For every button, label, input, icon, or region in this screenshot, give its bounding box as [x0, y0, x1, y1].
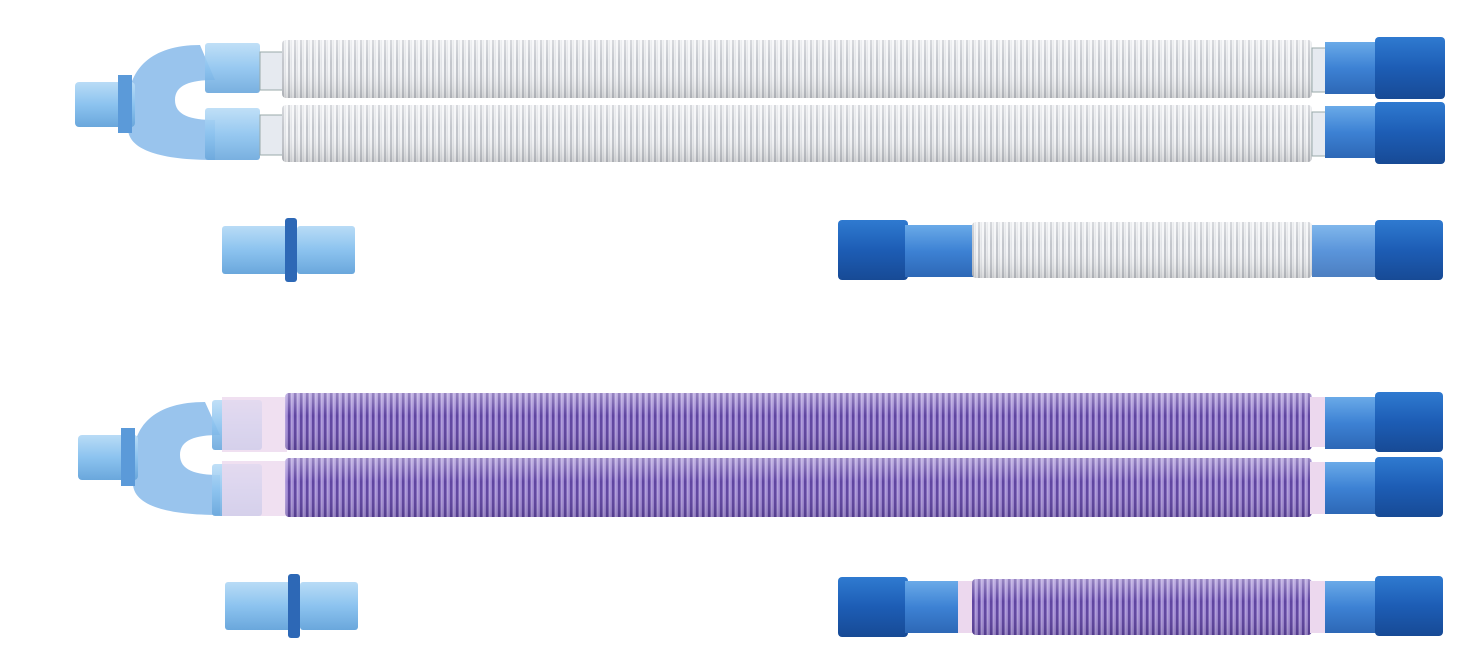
clear-dual-limb-circuit	[75, 37, 1445, 164]
cuff-end	[1375, 37, 1445, 99]
tube-inspiratory-clear	[259, 37, 1445, 99]
purple-dual-limb-circuit	[78, 392, 1443, 517]
cuff-connector	[1325, 106, 1380, 158]
straight-adapter	[222, 218, 355, 282]
tube-expiratory-clear	[259, 102, 1445, 164]
y-piece-clear	[75, 43, 260, 160]
cuff-end	[1375, 102, 1445, 164]
tube-expiratory-purple	[222, 457, 1443, 517]
tube-inspiratory-purple	[222, 392, 1443, 452]
short-purple-tube	[838, 576, 1443, 637]
straight-adapter	[225, 574, 358, 638]
short-clear-tube	[838, 220, 1443, 280]
cuff-connector	[1325, 42, 1380, 94]
